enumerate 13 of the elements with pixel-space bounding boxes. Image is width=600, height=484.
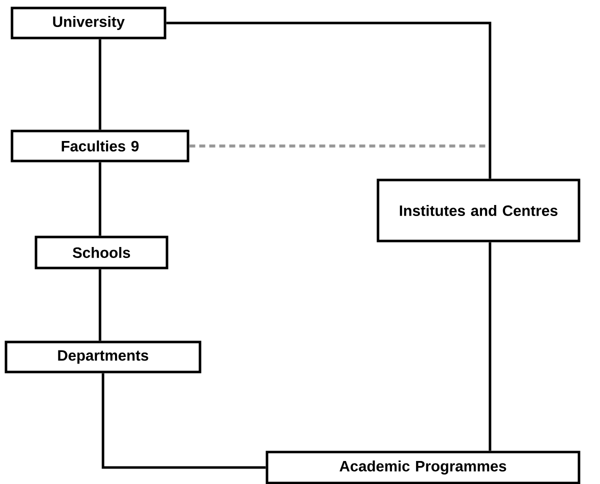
label-box: Academic Programmes — [266, 450, 580, 484]
connector-line — [102, 373, 266, 469]
label-box: University — [10, 6, 166, 40]
connector-line — [488, 242, 492, 451]
label-box: Institutes and Centres — [376, 178, 580, 242]
connector-line — [98, 269, 102, 341]
connector-line — [189, 144, 487, 148]
connector-line — [98, 39, 102, 130]
label-box: Departments — [4, 340, 202, 374]
connector-line — [98, 162, 102, 236]
connector-line — [166, 22, 492, 179]
label-box: Schools — [34, 236, 168, 270]
label-box: Faculties 9 — [10, 130, 190, 162]
